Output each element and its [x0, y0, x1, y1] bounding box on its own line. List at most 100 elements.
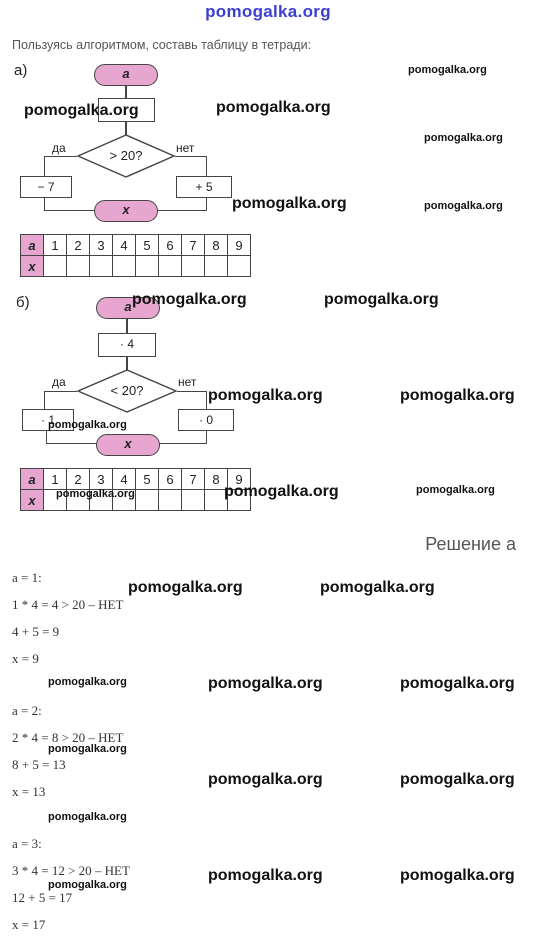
connector: [44, 391, 77, 393]
solution-line: 2 * 4 = 8 > 20 – НЕТ: [12, 730, 124, 745]
table-cell: [66, 255, 90, 277]
table-cell: a: [20, 468, 44, 490]
watermark: pomogalka.org: [400, 387, 515, 404]
watermark: pomogalka.org: [208, 675, 323, 692]
table-cell: 6: [158, 468, 182, 490]
watermark: pomogalka.org: [224, 483, 339, 500]
solution-title: Решение а: [425, 534, 516, 554]
part-b-start-terminal: a: [96, 297, 160, 319]
watermark: pomogalka.org: [424, 200, 503, 212]
part-b-yes-label: да: [52, 375, 66, 389]
connector: [175, 156, 207, 158]
part-b-end-terminal: x: [96, 434, 160, 456]
part-b-label: б): [16, 294, 30, 311]
part-a-process-box: [98, 98, 155, 122]
table-row: x: [20, 255, 251, 277]
solution-line: a = 3:: [12, 836, 42, 851]
watermark: pomogalka.org: [416, 484, 495, 496]
connector: [158, 210, 207, 212]
connector: [125, 86, 127, 98]
part-a-no-action-box: + 5: [176, 176, 232, 198]
table-cell: 1: [43, 468, 67, 490]
part-a-yes-action-box: − 7: [20, 176, 72, 198]
solution-line: x = 9: [12, 651, 39, 666]
table-row: a 1 2 3 4 5 6 7 8 9: [20, 468, 251, 490]
connector: [206, 197, 208, 211]
table-cell: 6: [158, 234, 182, 256]
table-cell: 3: [89, 468, 113, 490]
solution-line: a = 1:: [12, 570, 42, 585]
table-cell: [43, 255, 67, 277]
table-cell: [227, 489, 251, 511]
table-cell: 2: [66, 234, 90, 256]
instruction-text: Пользуясь алгоритмом, составь таблицу в …: [12, 38, 312, 52]
solution-line: 4 + 5 = 9: [12, 624, 60, 639]
watermark: pomogalka.org: [208, 387, 323, 404]
watermark: pomogalka.org: [408, 64, 487, 76]
table-cell: [112, 255, 136, 277]
connector: [206, 156, 208, 176]
watermark: pomogalka.org: [208, 867, 323, 884]
watermark: pomogalka.org: [48, 743, 127, 755]
watermark: pomogalka.org: [216, 99, 331, 116]
watermark: pomogalka.org: [48, 879, 127, 891]
solution-line: a = 2:: [12, 703, 42, 718]
watermark: pomogalka.org: [424, 132, 503, 144]
connector: [206, 430, 208, 444]
part-a-table: a 1 2 3 4 5 6 7 8 9 x: [20, 234, 251, 277]
table-cell: 1: [43, 234, 67, 256]
table-cell: [135, 255, 159, 277]
watermark: pomogalka.org: [56, 488, 135, 500]
table-cell: 4: [112, 234, 136, 256]
watermark: pomogalka.org: [320, 579, 435, 596]
connector: [158, 443, 207, 445]
connector: [44, 197, 46, 211]
connector: [44, 156, 46, 176]
connector: [126, 356, 128, 370]
connector: [177, 391, 207, 393]
table-cell: 4: [112, 468, 136, 490]
table-cell: [158, 489, 182, 511]
part-b-multiply-box: · 4: [98, 333, 156, 357]
table-cell: 2: [66, 468, 90, 490]
watermark: pomogalka.org: [232, 195, 347, 212]
watermark: pomogalka.org: [48, 811, 127, 823]
table-cell: 7: [181, 468, 205, 490]
connector: [44, 210, 94, 212]
watermark: pomogalka.org: [132, 291, 247, 308]
solution-line: 3 * 4 = 12 > 20 – НЕТ: [12, 863, 130, 878]
part-a-no-label: нет: [176, 141, 195, 155]
watermark: pomogalka.org: [128, 579, 243, 596]
part-a-start-terminal: a: [94, 64, 158, 86]
watermark: pomogalka.org: [24, 102, 139, 119]
watermark: pomogalka.org: [48, 419, 127, 431]
watermark: pomogalka.org: [400, 675, 515, 692]
part-b-decision-diamond: [76, 369, 178, 413]
watermark: pomogalka.org: [324, 291, 439, 308]
watermark: pomogalka.org: [48, 676, 127, 688]
table-cell: 8: [204, 234, 228, 256]
solution-line: x = 17: [12, 917, 46, 932]
part-b-table: a 1 2 3 4 5 6 7 8 9 x: [20, 468, 251, 511]
table-row: a 1 2 3 4 5 6 7 8 9: [20, 234, 251, 256]
table-cell: 5: [135, 468, 159, 490]
table-cell: x: [20, 255, 44, 277]
table-cell: 3: [89, 234, 113, 256]
table-cell: [181, 489, 205, 511]
table-cell: 5: [135, 234, 159, 256]
table-cell: a: [20, 234, 44, 256]
connector: [206, 391, 208, 409]
part-a-decision-diamond: [76, 134, 176, 178]
watermark: pomogalka.org: [400, 867, 515, 884]
table-cell: [135, 489, 159, 511]
site-logo[interactable]: pomogalka.org: [205, 2, 331, 21]
table-cell: 7: [181, 234, 205, 256]
connector: [44, 391, 46, 409]
table-cell: [227, 255, 251, 277]
watermark: pomogalka.org: [208, 771, 323, 788]
part-a-label: а): [14, 62, 28, 79]
connector: [44, 156, 77, 158]
connector: [46, 443, 96, 445]
table-cell: [204, 255, 228, 277]
table-cell: [181, 255, 205, 277]
